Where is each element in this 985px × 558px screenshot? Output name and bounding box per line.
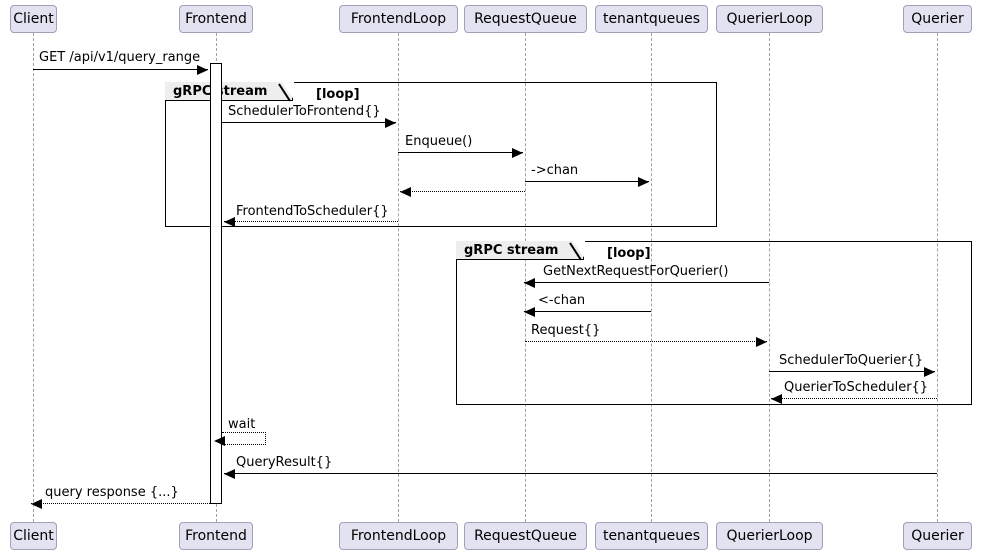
participant-footer-querier[interactable]: Querier	[903, 522, 972, 550]
message-arrowhead-6	[224, 216, 235, 227]
message-arrowhead-13	[31, 498, 42, 509]
message-line-8	[524, 311, 651, 312]
participant-header-frontend[interactable]: Frontend	[179, 5, 253, 33]
participant-label: QuerierLoop	[726, 528, 813, 544]
activation-bar-frontend	[210, 63, 222, 504]
participant-label: RequestQueue	[474, 528, 577, 544]
self-message-loop-1	[222, 432, 266, 445]
lifeline-frontendloop	[398, 33, 399, 522]
participant-label: Frontend	[185, 528, 247, 544]
fragment-keyword-label: gRPC stream	[464, 242, 559, 258]
message-line-1	[33, 69, 208, 70]
participant-footer-querierloop[interactable]: QuerierLoop	[716, 522, 823, 550]
message-arrowhead-1	[197, 64, 208, 75]
participant-header-tenantqueues[interactable]: tenantqueues	[595, 5, 708, 33]
message-line-6	[224, 221, 398, 222]
message-arrowhead-3	[512, 147, 523, 158]
participant-header-querier[interactable]: Querier	[903, 5, 972, 33]
message-label-10: SchedulerToQuerier{}	[779, 353, 924, 368]
participant-label: FrontendLoop	[350, 528, 447, 544]
participant-label: tenantqueues	[602, 11, 701, 27]
message-label-2: SchedulerToFrontend{}	[228, 104, 381, 119]
participant-footer-tenantqueues[interactable]: tenantqueues	[595, 522, 708, 550]
participant-label: Querier	[911, 11, 964, 27]
message-arrowhead-11	[771, 393, 782, 404]
participant-header-frontendloop[interactable]: FrontendLoop	[339, 5, 458, 33]
message-line-2	[222, 122, 396, 123]
fragment-loop-1	[165, 82, 717, 227]
message-label-9: Request{}	[531, 323, 601, 338]
fragment-keyword-2: gRPC stream	[456, 239, 585, 260]
message-arrowhead-12	[224, 468, 235, 479]
message-arrowhead-8	[524, 306, 535, 317]
message-line-4	[525, 181, 649, 182]
fragment-guard-2: [loop]	[607, 246, 651, 261]
message-label-13: query response {...}	[45, 485, 179, 500]
message-label-11: QuerierToScheduler{}	[784, 380, 929, 395]
message-arrowhead-9	[756, 336, 767, 347]
message-arrowhead-4	[638, 176, 649, 187]
message-label-7: GetNextRequestForQuerier()	[543, 264, 729, 279]
message-label-6: FrontendToScheduler{}	[236, 204, 389, 219]
lifeline-querierloop	[769, 33, 770, 522]
fragment-guard-1: [loop]	[316, 87, 360, 102]
message-arrowhead-2	[385, 117, 396, 128]
message-line-11	[771, 398, 937, 399]
participant-label: Frontend	[185, 11, 247, 27]
lifeline-tenantqueues	[651, 33, 652, 522]
message-label-3: Enqueue()	[405, 134, 473, 149]
self-message-label-1: wait	[228, 417, 256, 432]
message-label-1: GET /api/v1/query_range	[39, 50, 201, 65]
participant-label: Querier	[911, 528, 964, 544]
participant-footer-requestqueue[interactable]: RequestQueue	[464, 522, 587, 550]
self-message-arrowhead-1	[214, 435, 225, 446]
lifeline-querier	[937, 33, 938, 522]
message-line-9	[525, 341, 767, 342]
message-line-10	[769, 371, 935, 372]
message-label-4: ->chan	[531, 163, 579, 178]
participant-label: Client	[13, 528, 54, 544]
fragment-loop-2	[456, 241, 972, 405]
message-label-8: <-chan	[538, 293, 586, 308]
message-line-5	[400, 191, 525, 192]
participant-header-requestqueue[interactable]: RequestQueue	[464, 5, 587, 33]
participant-label: Client	[13, 11, 54, 27]
fragment-keyword-1: gRPC stream	[165, 80, 294, 101]
message-line-12	[224, 473, 937, 474]
message-line-7	[524, 282, 769, 283]
message-line-13	[31, 503, 210, 504]
lifeline-requestqueue	[525, 33, 526, 522]
message-arrowhead-7	[524, 277, 535, 288]
message-label-12: QueryResult{}	[236, 455, 333, 470]
participant-header-querierloop[interactable]: QuerierLoop	[716, 5, 823, 33]
participant-header-client[interactable]: Client	[10, 5, 57, 33]
message-line-3	[398, 152, 523, 153]
participant-label: tenantqueues	[602, 528, 701, 544]
message-arrowhead-5	[400, 186, 411, 197]
participant-label: QuerierLoop	[726, 11, 813, 27]
participant-label: RequestQueue	[474, 11, 577, 27]
participant-footer-frontend[interactable]: Frontend	[179, 522, 253, 550]
participant-label: FrontendLoop	[350, 11, 447, 27]
participant-footer-frontendloop[interactable]: FrontendLoop	[339, 522, 458, 550]
lifeline-client	[33, 33, 34, 522]
participant-footer-client[interactable]: Client	[10, 522, 57, 550]
message-arrowhead-10	[924, 366, 935, 377]
